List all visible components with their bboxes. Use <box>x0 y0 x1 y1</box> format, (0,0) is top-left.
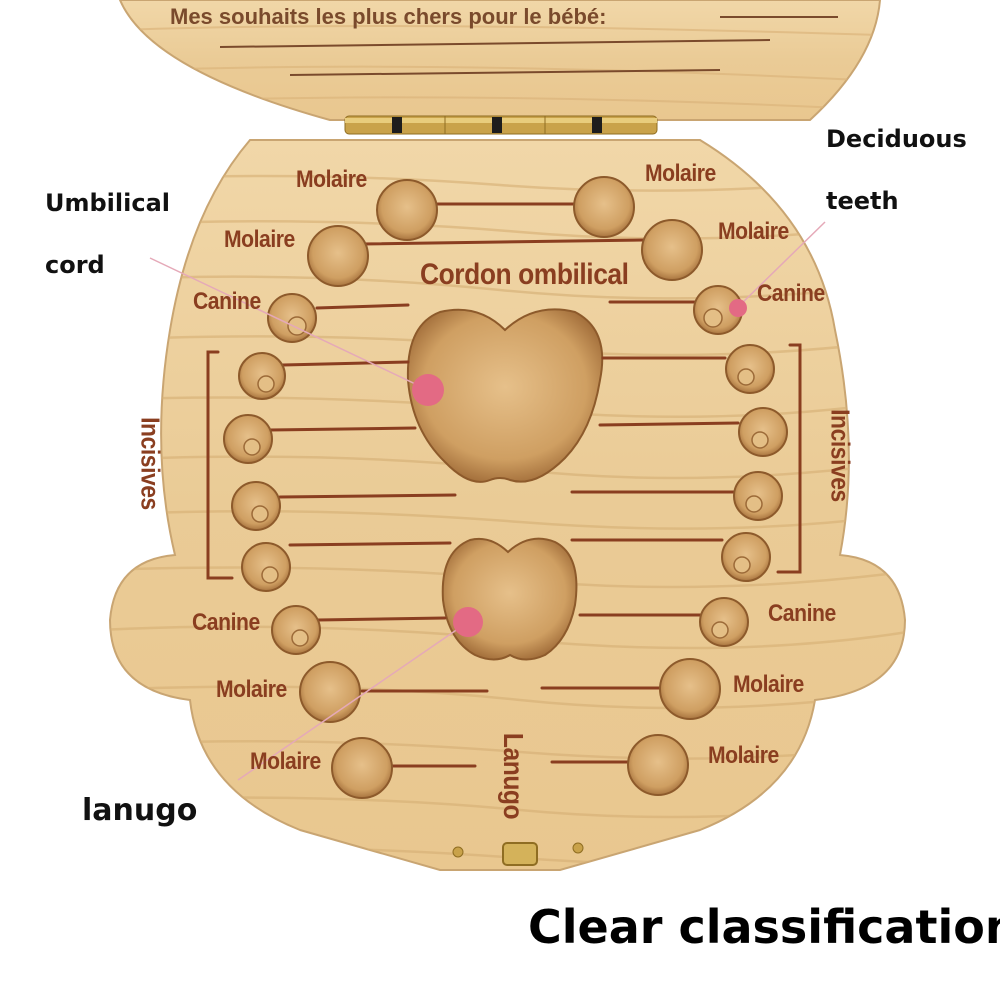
label-incisives-right: Incisives <box>825 409 856 502</box>
callout-deciduous-line1: Deciduous <box>826 125 967 153</box>
label-incisives-left: Incisives <box>135 417 166 510</box>
lid-wish-text: Mes souhaits les plus chers pour le bébé… <box>170 4 607 29</box>
label-canine-top-right: Canine <box>757 280 825 307</box>
label-cordon-ombilical: Cordon ombilical <box>420 258 629 291</box>
label-canine-bottom-left: Canine <box>192 609 260 636</box>
lanugo-cavity <box>441 537 578 661</box>
label-molaire-top-right: Molaire <box>645 160 716 187</box>
callout-umbilical-line2: cord <box>45 251 105 279</box>
label-lanugo: Lanugo <box>498 732 529 820</box>
label-molaire-bottom-left: Molaire <box>216 676 287 703</box>
label-canine-bottom-right: Canine <box>768 600 836 627</box>
callout-umbilical-line1: Umbilical <box>45 189 171 217</box>
callout-deciduous-line2: teeth <box>826 187 899 215</box>
label-molaire-bottom-right: Molaire <box>733 671 804 698</box>
callout-umbilical-cord: Umbilical cord <box>45 172 170 296</box>
label-molaire-top-left: Molaire <box>296 166 367 193</box>
caption: Clear classification <box>528 900 1000 954</box>
clasp <box>452 842 584 866</box>
label-canine-top-left: Canine <box>193 288 261 315</box>
label-molaire-right: Molaire <box>718 218 789 245</box>
lanugo-marker <box>453 607 483 637</box>
hinge <box>344 115 658 135</box>
umbilical-cord-cavity <box>406 308 604 483</box>
umbilical-marker <box>412 374 444 406</box>
box-lid <box>118 0 882 121</box>
deciduous-marker <box>729 299 747 317</box>
label-molaire-lowest-left: Molaire <box>250 748 321 775</box>
callout-deciduous-teeth: Deciduous teeth <box>826 108 967 232</box>
label-molaire-left: Molaire <box>224 226 295 253</box>
callout-lanugo: lanugo <box>82 793 198 828</box>
label-molaire-lowest-right: Molaire <box>708 742 779 769</box>
